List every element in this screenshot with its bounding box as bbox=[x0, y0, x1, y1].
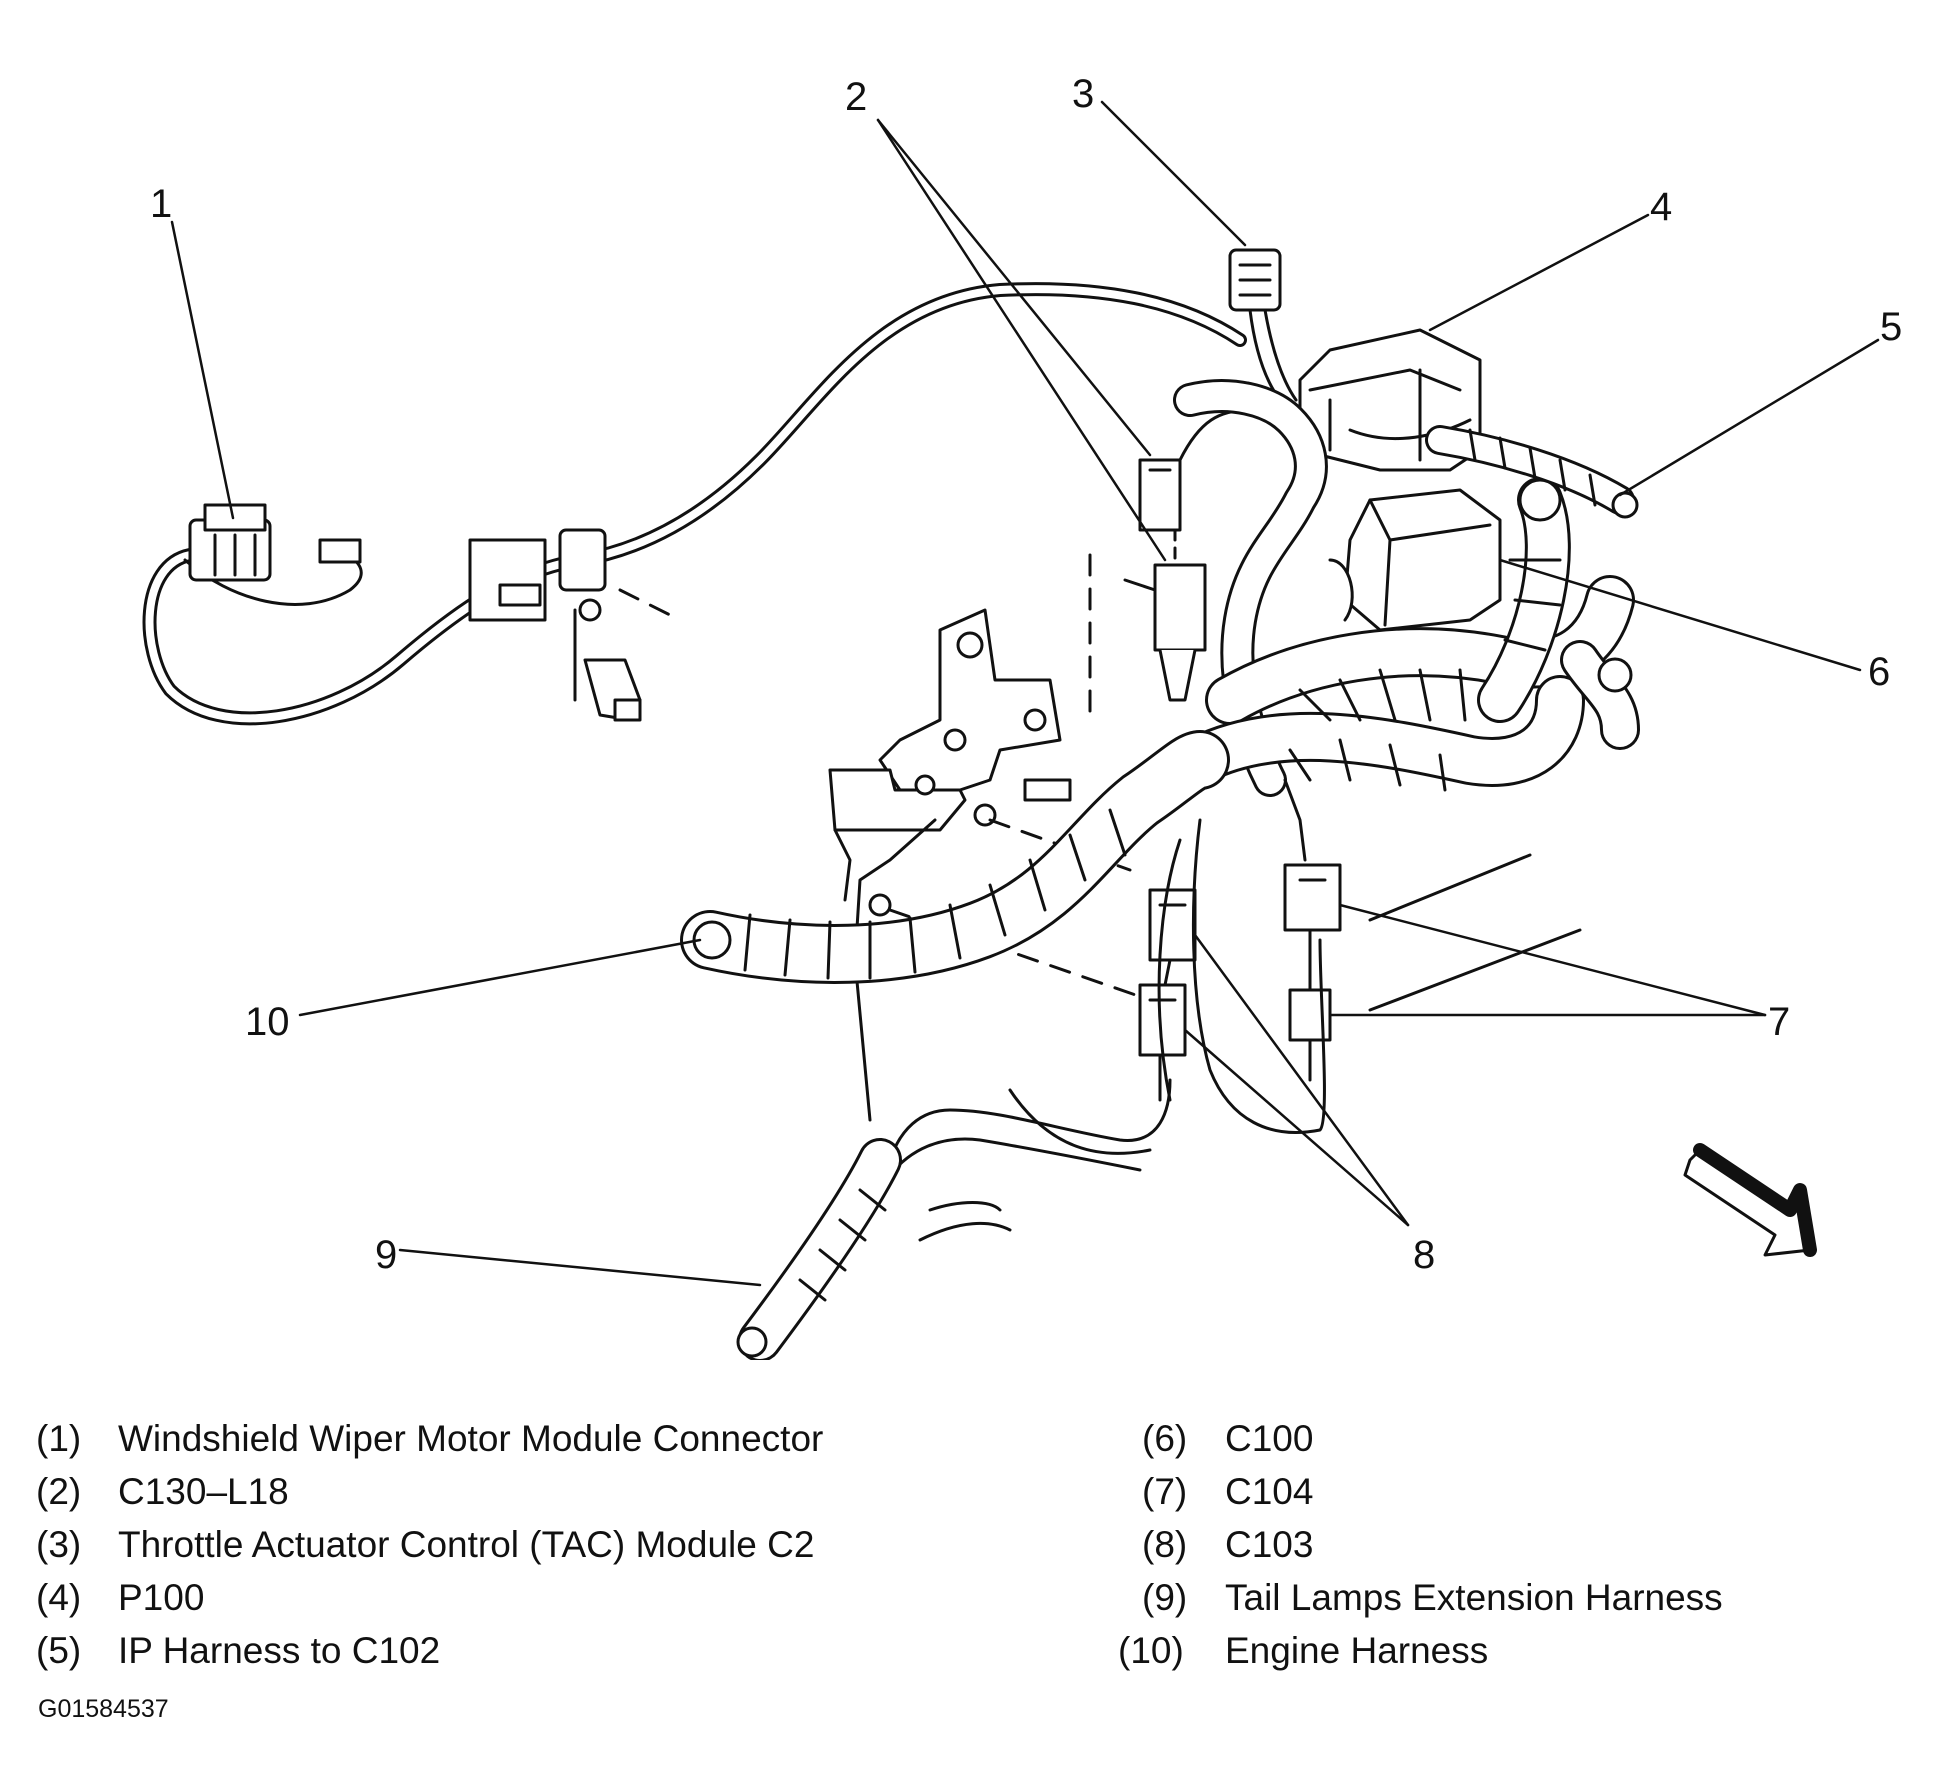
tail-lamps-extension-harness bbox=[736, 1078, 1172, 1360]
legend-number: (8) bbox=[1142, 1524, 1188, 1565]
callout-3: 3 bbox=[1072, 72, 1094, 116]
legend-label: P100 bbox=[118, 1577, 205, 1618]
callout-10: 10 bbox=[245, 1000, 290, 1044]
c130-l18-connector bbox=[1123, 408, 1252, 702]
engine-harness bbox=[680, 730, 1230, 984]
callout-8: 8 bbox=[1413, 1233, 1435, 1277]
legend-number: (2) bbox=[36, 1471, 82, 1512]
c103-connectors bbox=[1138, 888, 1197, 1102]
legend-label: C104 bbox=[1225, 1471, 1314, 1512]
legend-label: Tail Lamps Extension Harness bbox=[1225, 1577, 1723, 1618]
legend-number: (9) bbox=[1142, 1577, 1188, 1618]
legend-number: (7) bbox=[1142, 1471, 1188, 1512]
callout-7: 7 bbox=[1768, 1000, 1790, 1044]
legend-number: (1) bbox=[36, 1418, 82, 1459]
leader-lines bbox=[170, 100, 1880, 1287]
legend-label: C100 bbox=[1225, 1418, 1314, 1459]
c100-connector bbox=[1328, 488, 1502, 632]
ip-harness-to-c102 bbox=[1425, 425, 1639, 519]
main-harness-bundle bbox=[1173, 379, 1640, 797]
tac-module-c2-connector bbox=[1228, 248, 1298, 402]
body-panel-outline bbox=[918, 818, 1582, 1242]
callout-1: 1 bbox=[150, 182, 172, 226]
legend-number: (5) bbox=[36, 1630, 82, 1671]
legend-label: C103 bbox=[1225, 1524, 1314, 1565]
legend-number: (3) bbox=[36, 1524, 82, 1565]
legend-label: Windshield Wiper Motor Module Connector bbox=[118, 1418, 824, 1459]
legend-label: Throttle Actuator Control (TAC) Module C… bbox=[118, 1524, 815, 1565]
callout-4: 4 bbox=[1650, 185, 1672, 229]
legend-label: IP Harness to C102 bbox=[118, 1630, 441, 1671]
legend-label: C130–L18 bbox=[118, 1471, 289, 1512]
legend-number: (10) bbox=[1118, 1630, 1184, 1671]
c104-connectors bbox=[1283, 778, 1342, 1082]
wiring-harness-illustration: 1 2 3 4 5 6 7 8 9 10 bbox=[142, 72, 1902, 1360]
mounting-bracket bbox=[828, 553, 1152, 1122]
callout-labels: 1 2 3 4 5 6 7 8 9 10 bbox=[150, 72, 1902, 1277]
legend-number: (6) bbox=[1142, 1418, 1188, 1459]
callout-5: 5 bbox=[1880, 305, 1902, 349]
callout-2: 2 bbox=[845, 75, 867, 119]
legend-label: Engine Harness bbox=[1225, 1630, 1489, 1671]
legend-number: (4) bbox=[36, 1577, 82, 1618]
callout-6: 6 bbox=[1868, 650, 1890, 694]
callout-9: 9 bbox=[375, 1233, 397, 1277]
direction-arrow-icon bbox=[1683, 1143, 1817, 1257]
wiper-motor-connector bbox=[142, 282, 1247, 726]
figure-id: G01584537 bbox=[38, 1695, 169, 1723]
